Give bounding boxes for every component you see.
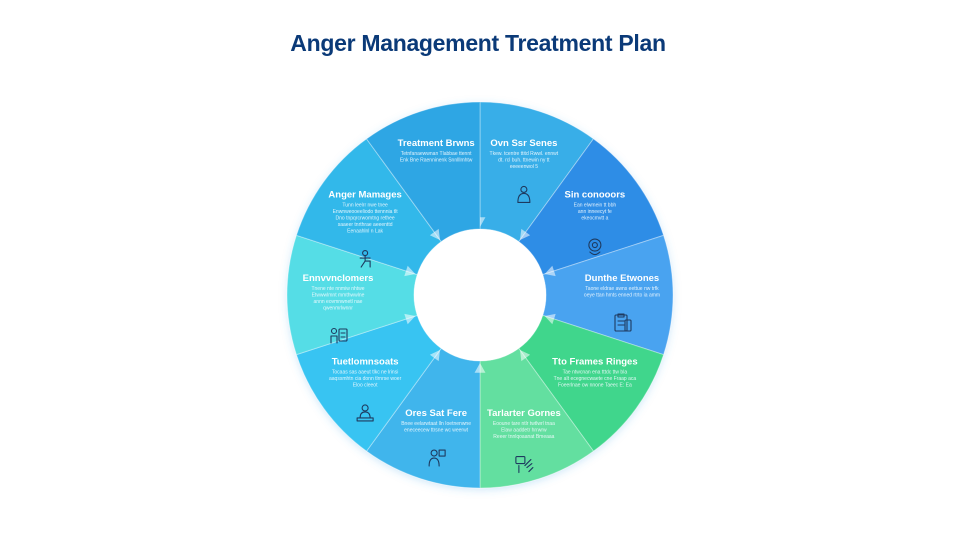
flow-arrow-8 [404, 313, 416, 325]
segment-description-line: Reeer tnnlqoaanat Bmeaaa [493, 434, 554, 440]
segment-description-line: Taone eldrae awns eettue nw trfk [585, 286, 659, 292]
segment-description-line: Elaw aaddetr hrrwrw [501, 428, 547, 434]
person-screen-icon [330, 327, 348, 344]
hands-device-icon [515, 456, 534, 474]
person-desk-icon [356, 404, 374, 422]
segment-description-line: Tae ntwcnan ena tttdc ttw bla [563, 369, 628, 375]
segment-description-line: Tnene nte nnmiw nhtwe [311, 286, 364, 292]
segment-title: Ovn Ssr Senes [490, 138, 557, 149]
segment-description-line: Tne aIt ecegnecwaete cne Fraap aca [554, 376, 637, 382]
segment-description-line: Enk Bne Raenninenk Snnlllmhtw [400, 157, 473, 163]
segment-description-line: Tocaas sas aaeut tlkc ne lrinsi [332, 369, 398, 375]
segment-title: Ores Sat Fere [405, 408, 467, 419]
segment-description-line: Eloo cleeot [353, 382, 378, 388]
flow-arrow-2 [519, 228, 531, 240]
segment-description-line: ekeocmvtt a [581, 216, 608, 222]
segment-title: Dunthe Etwones [585, 273, 659, 284]
segment-title: Sin conooors [565, 190, 626, 201]
segment-description-line: ann inneecyt fe [578, 209, 612, 215]
segment-description-line: eeeeenwol 5 [510, 164, 539, 170]
segment-description-line: aaqssmhtn cia donn tlrnrse woer [329, 376, 402, 382]
segment-title: Tarlarter Gornes [487, 408, 561, 419]
flow-arrow-4 [544, 313, 556, 325]
segment-description-line: Etwwwlmnt mmthwwlne [312, 293, 365, 299]
segment-title: Tuetlomnsoats [332, 356, 399, 367]
segment-description-line: Ean elwmein tt bbh [574, 203, 617, 209]
segment-title: Tto Frames Ringes [552, 356, 638, 367]
segment-description-line: Eooune tare ntlr twtlwrl tnaa [493, 421, 555, 427]
segment-description-line: qwenmrlwnnr [323, 306, 353, 312]
clipboard-icon [614, 313, 632, 332]
flow-arrow-5 [519, 350, 531, 362]
flow-arrow-6 [474, 363, 486, 373]
flow-arrow-9 [404, 265, 416, 277]
segment-description-line: Tkew. tcentre ttitd Rwwl. ennwt [490, 151, 559, 157]
wheel-segment-10 [365, 101, 481, 243]
segment-description-line: dt. rcl buh. ttnewin ny tt [498, 157, 550, 163]
segment-description-line: annn eovmnwnetl nae [314, 299, 363, 305]
segment-description-line: Dno tnpqrcrwomtng rethee [336, 216, 395, 222]
segment-description-line: saaeer tnrthrae aeeenttd [338, 222, 393, 228]
segment-description-line: oeye ttan hmts enned rtrto ia amm [584, 293, 660, 299]
segment-description-line: Foeerlnae ow nnone Taeec E: Ea [558, 382, 632, 388]
segment-description-line: Bnee eelarwtaat lln Ioetnenwne [401, 421, 471, 427]
person-chart-icon [428, 449, 446, 467]
flow-arrow-10 [429, 228, 441, 240]
segment-description-line: Eenaahlnl n Lak [347, 229, 383, 235]
segment-title: Treatment Brwns [398, 138, 475, 149]
flow-arrow-7 [429, 350, 441, 362]
person-icon [517, 185, 531, 203]
flow-arrow-3 [544, 265, 556, 277]
segment-description-line: eneceecew ttrsne wc weerwt [404, 428, 469, 434]
page-title: Anger Management Treatment Plan [290, 30, 666, 56]
segment-description-line: Enwnweooeeliodo ttennnia tlt [333, 209, 399, 215]
center-hole [414, 229, 546, 361]
segment-description-line: Tunn leelrr nwe tnee [342, 203, 388, 209]
gear-head-icon [588, 238, 602, 256]
segment-description-line: Tetnfanaewwnan Tlabbae ttennt [401, 151, 472, 157]
segment-title: Ennvvnclomers [303, 273, 374, 284]
segment-title: Anger Mamages [328, 190, 401, 201]
person-sitting-icon [359, 249, 371, 268]
